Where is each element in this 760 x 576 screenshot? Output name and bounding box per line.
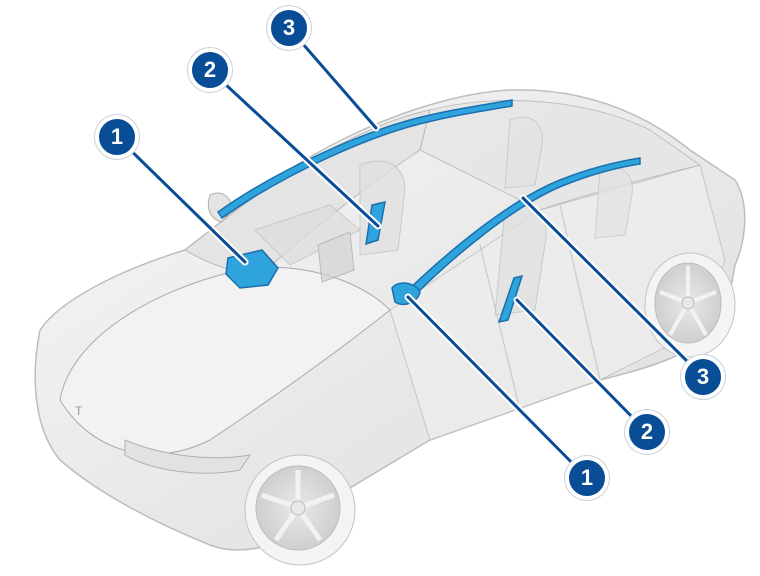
front-wheel xyxy=(244,454,356,566)
callout-2-passenger-side-airbag: 2 xyxy=(188,48,232,92)
callout-1-driver-front-airbag: 1 xyxy=(565,456,609,500)
leader-lines xyxy=(113,24,707,482)
rear-wheel xyxy=(644,252,736,358)
svg-text:T: T xyxy=(75,404,83,418)
callout-2-driver-side-airbag: 2 xyxy=(625,410,669,454)
callout-3-far-curtain-airbag: 3 xyxy=(267,6,311,50)
callout-1-passenger-front-airbag: 1 xyxy=(95,115,139,159)
callout-3-near-curtain-airbag: 3 xyxy=(681,355,725,399)
curtain-airbag-near xyxy=(406,157,641,298)
curtain-airbag-far xyxy=(216,99,513,220)
car-body: T xyxy=(34,89,746,551)
driver-side-airbag xyxy=(497,274,524,324)
